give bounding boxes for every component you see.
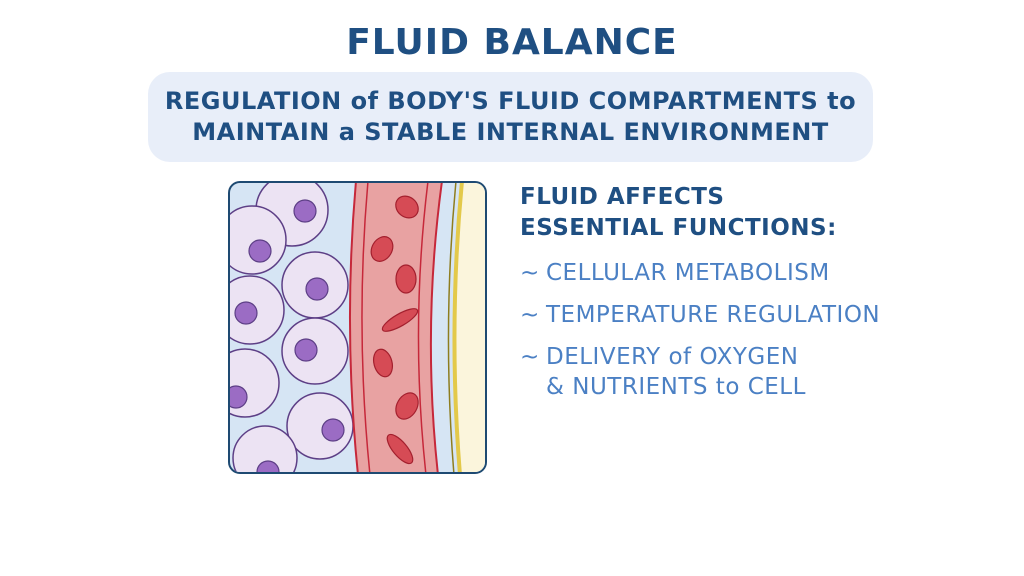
slide-title: FLUID BALANCE xyxy=(346,22,678,63)
functions-heading: FLUID AFFECTS ESSENTIAL FUNCTIONS: xyxy=(520,182,837,244)
tilde-bullet-icon: ~ xyxy=(520,260,540,286)
list-item-line-1: DELIVERY of OXYGEN xyxy=(546,344,799,370)
tissue-illustration xyxy=(228,181,487,474)
cells-and-blood-vessel-image xyxy=(230,183,485,472)
functions-list: ~ CELLULAR METABOLISM ~ TEMPERATURE REGU… xyxy=(520,258,880,414)
list-item: ~ DELIVERY of OXYGEN & NUTRIENTS to CELL xyxy=(520,342,880,402)
list-item-text: TEMPERATURE REGULATION xyxy=(546,302,881,328)
list-item: ~ CELLULAR METABOLISM xyxy=(520,258,880,288)
list-item: ~ TEMPERATURE REGULATION xyxy=(520,300,880,330)
tilde-bullet-icon: ~ xyxy=(520,344,540,370)
definition-box: REGULATION of BODY'S FLUID COMPARTMENTS … xyxy=(148,72,873,162)
definition-line-2: MAINTAIN a STABLE INTERNAL ENVIRONMENT xyxy=(192,118,829,146)
red-blood-cells xyxy=(370,195,419,465)
list-item-line-2: & NUTRIENTS to CELL xyxy=(546,374,806,400)
tilde-bullet-icon: ~ xyxy=(520,302,540,328)
list-item-text: CELLULAR METABOLISM xyxy=(546,260,830,286)
functions-heading-line-2: ESSENTIAL FUNCTIONS: xyxy=(520,215,837,241)
definition-line-1: REGULATION of BODY'S FLUID COMPARTMENTS … xyxy=(164,87,857,115)
functions-heading-line-1: FLUID AFFECTS xyxy=(520,184,725,210)
list-item-text: DELIVERY of OXYGEN & NUTRIENTS to CELL xyxy=(546,342,806,402)
